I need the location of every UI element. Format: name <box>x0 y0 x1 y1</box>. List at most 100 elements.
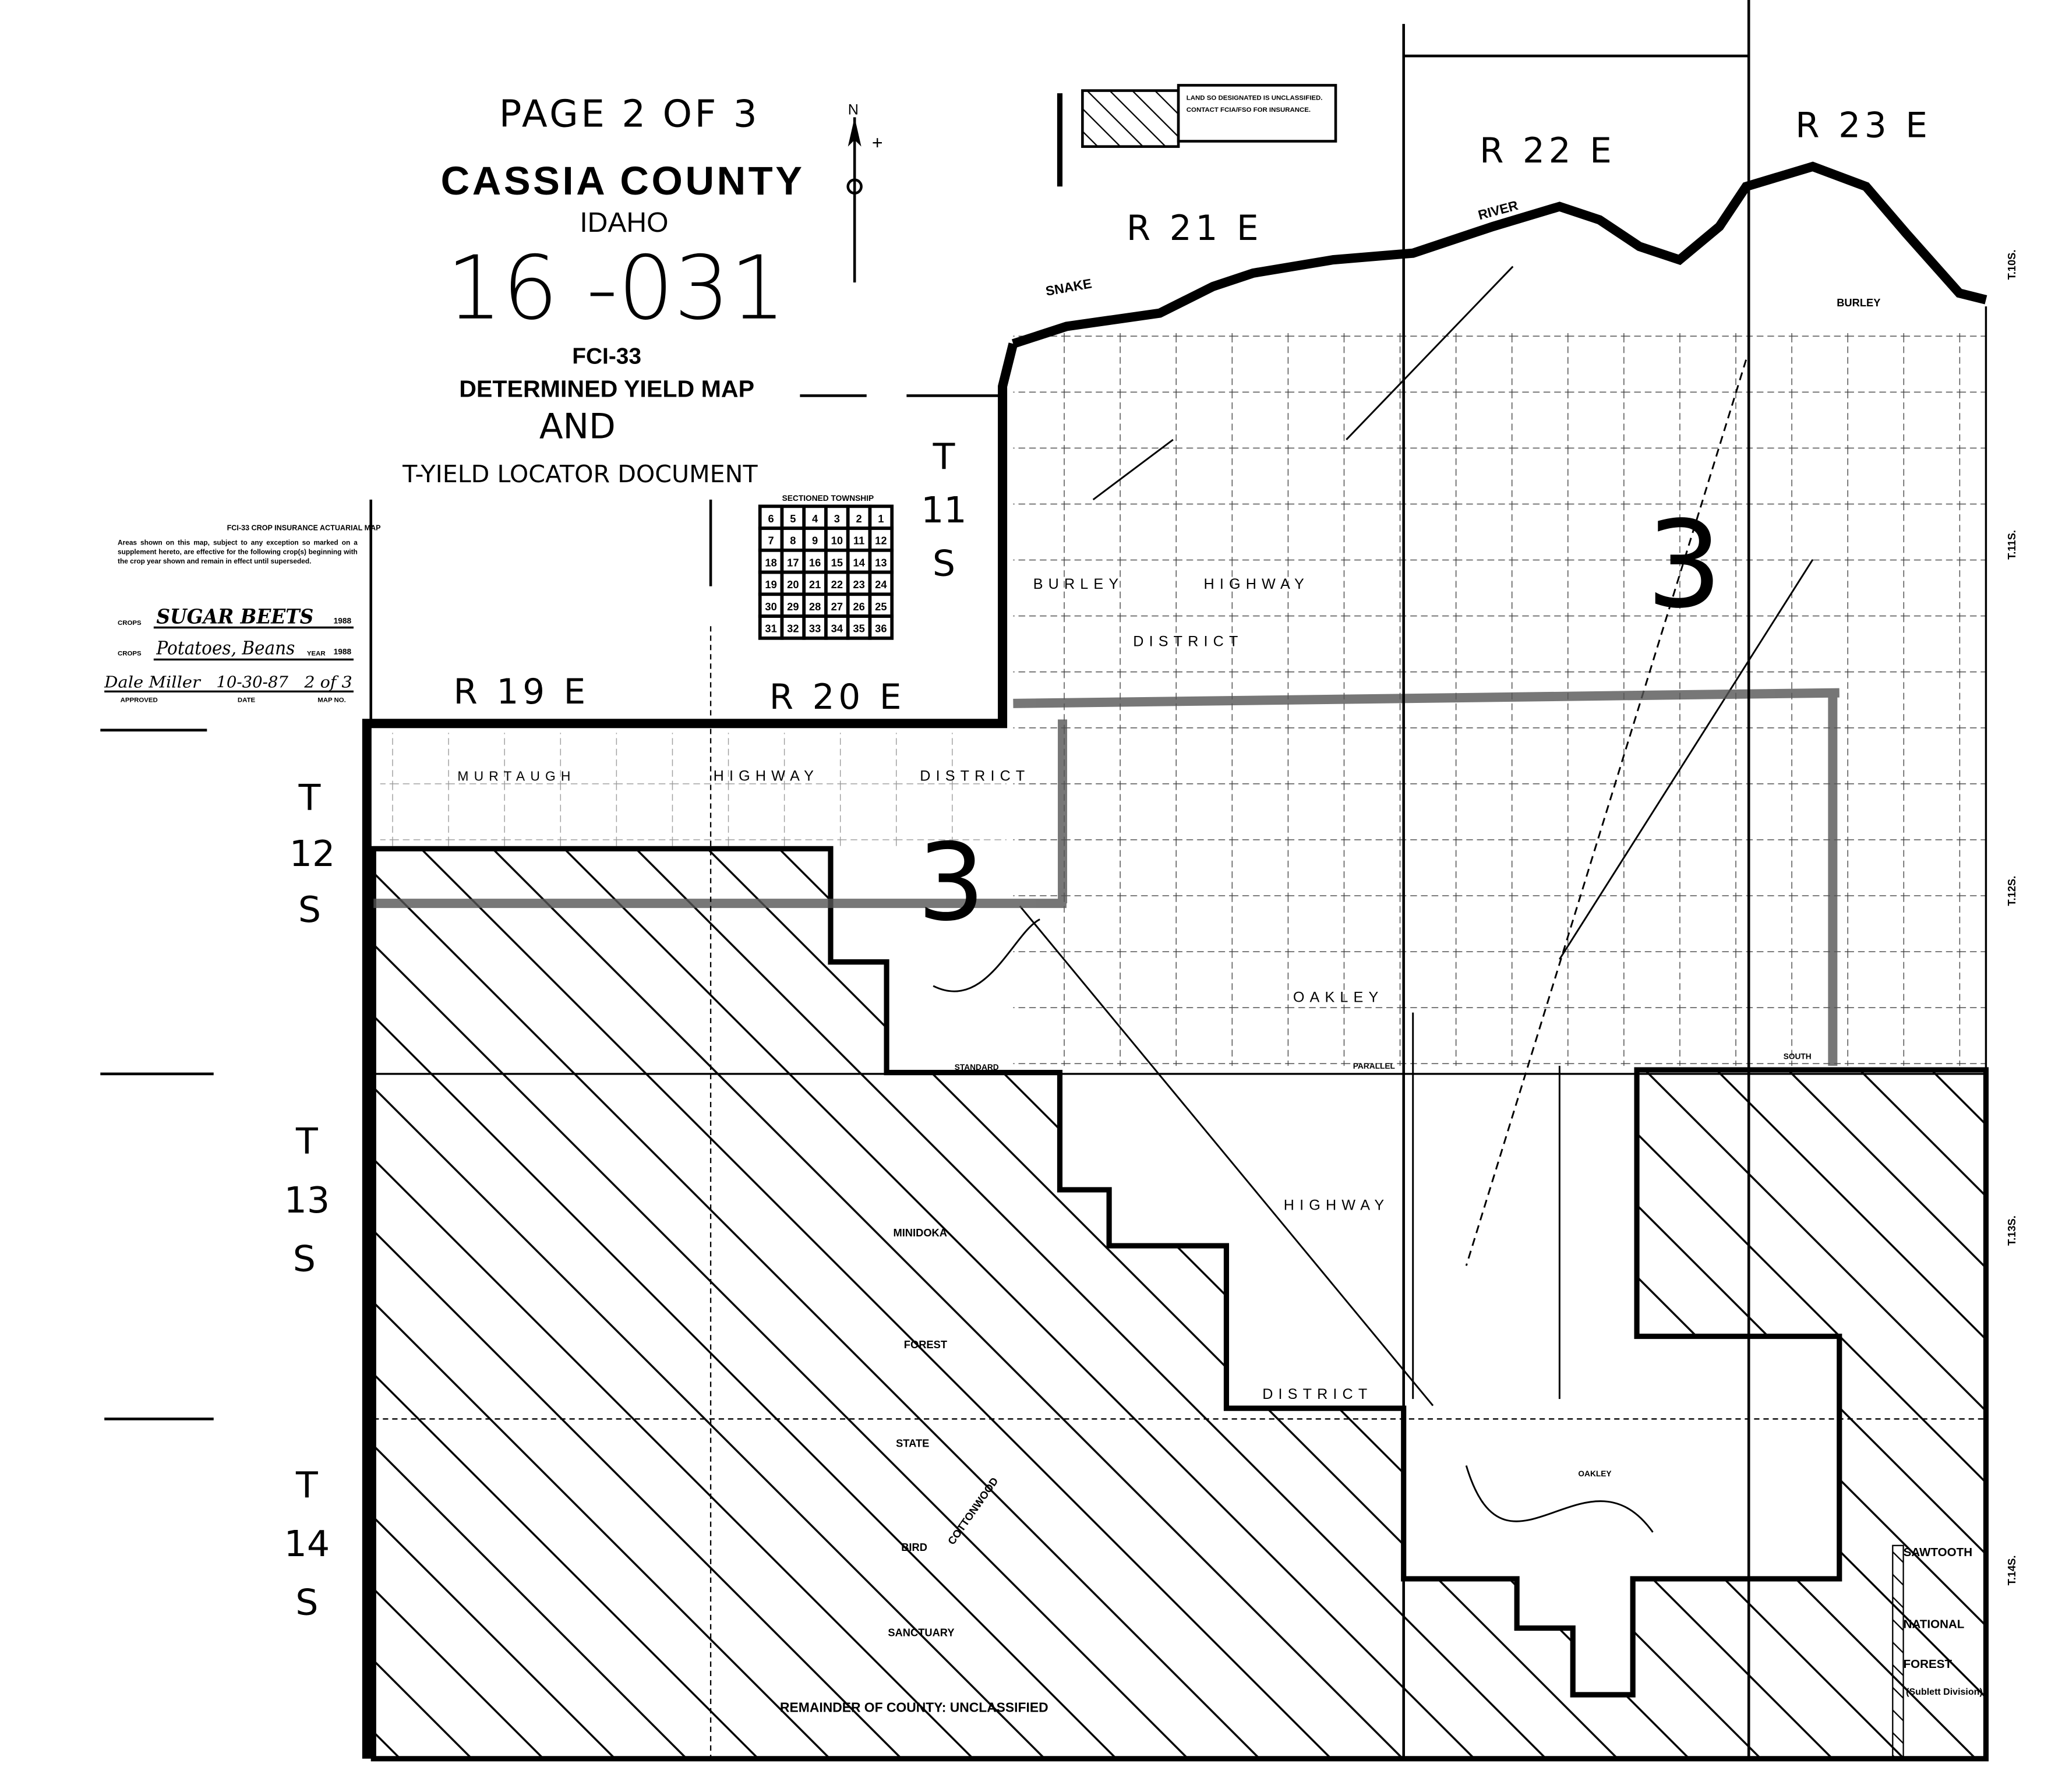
yield-zone-number: 3 <box>917 821 985 945</box>
section-number: 33 <box>809 623 821 635</box>
section-number: 7 <box>768 535 774 547</box>
form-number: FCI-33 <box>572 344 641 369</box>
section-number: 21 <box>809 578 821 591</box>
section-number: 9 <box>812 535 818 547</box>
district-burley: HIGHWAY <box>1204 576 1309 592</box>
city-oakley: OAKLEY <box>1578 1469 1611 1478</box>
section-number: 8 <box>790 535 796 547</box>
unclassified-area <box>370 846 1989 1762</box>
district-burley: BURLEY <box>1033 576 1124 592</box>
county-name: CASSIA COUNTY <box>441 158 805 203</box>
section-number: 4 <box>812 512 818 525</box>
section-number: 6 <box>768 512 774 525</box>
district-oakley: DISTRICT <box>1262 1386 1372 1402</box>
svg-text:+: + <box>872 132 883 153</box>
svg-text:N: N <box>848 102 859 118</box>
range-label: R 23 E <box>1795 106 1932 146</box>
section-number: 23 <box>853 578 864 591</box>
section-cell <box>758 614 784 640</box>
svg-text:BIRD: BIRD <box>901 1541 927 1553</box>
district-boundaries <box>373 688 1839 1066</box>
approval-date: 10-30-87 <box>216 673 288 691</box>
svg-text:SAWTOOTH: SAWTOOTH <box>1904 1546 1973 1559</box>
section-number: 11 <box>853 535 864 547</box>
section-number: 18 <box>765 556 776 568</box>
township-edge-label: T.13S. <box>2006 1215 2018 1246</box>
snake-label: SNAKE <box>1044 275 1093 299</box>
section-number: 31 <box>765 623 776 635</box>
section-number: 36 <box>875 623 887 635</box>
svg-text:FOREST: FOREST <box>904 1338 947 1351</box>
township-edge-label: T.12S. <box>2006 876 2018 906</box>
section-number: 22 <box>831 578 843 591</box>
crops-potatoes-beans: Potatoes, Beans <box>156 637 295 659</box>
section-cell <box>780 592 806 618</box>
range-label: R 22 E <box>1480 131 1616 171</box>
range-label: R 20 E <box>769 677 906 717</box>
forest-boundary <box>1892 1544 1904 1759</box>
section-cell <box>868 614 894 640</box>
map-type: DETERMINED YIELD MAP <box>459 376 754 402</box>
section-cell <box>868 592 894 618</box>
svg-text:FOREST: FOREST <box>1904 1657 1953 1671</box>
section-number: 30 <box>765 600 776 613</box>
svg-text:MINIDOKA: MINIDOKA <box>894 1227 948 1239</box>
svg-text:DATE: DATE <box>238 697 256 704</box>
district-murtaugh: DISTRICT <box>920 768 1030 784</box>
district-oakley: OAKLEY <box>1293 989 1384 1005</box>
section-number: 14 <box>853 556 865 568</box>
svg-text:NATIONAL: NATIONAL <box>1904 1618 1965 1631</box>
city-burley: BURLEY <box>1837 296 1880 309</box>
township-edge-label: T.10S. <box>2006 250 2018 280</box>
svg-text:PARALLEL: PARALLEL <box>1353 1062 1395 1070</box>
section-number: 29 <box>787 600 799 613</box>
section-number: 34 <box>831 623 843 635</box>
section-number: 24 <box>875 578 887 591</box>
section-number: 3 <box>834 512 840 525</box>
district-burley: DISTRICT <box>1133 634 1243 650</box>
svg-text:CROPS: CROPS <box>118 620 142 627</box>
section-number: 26 <box>853 600 864 613</box>
svg-text:1988: 1988 <box>334 647 352 656</box>
section-number: 20 <box>787 578 799 591</box>
district-oakley: HIGHWAY <box>1284 1197 1389 1213</box>
north-arrow-icon: N + <box>846 102 883 282</box>
range-label: R 19 E <box>454 672 590 712</box>
svg-text:STANDARD: STANDARD <box>955 1063 999 1072</box>
svg-text:STATE: STATE <box>896 1437 929 1449</box>
map-number: 16 -031 <box>446 237 786 340</box>
section-number: 17 <box>787 556 799 568</box>
township-edge-label: T.11S. <box>2006 530 2018 560</box>
grid-lines <box>100 0 1987 1759</box>
section-cell <box>846 614 872 640</box>
section-number: 10 <box>831 535 843 547</box>
remainder-note: REMAINDER OF COUNTY: UNCLASSIFIED <box>780 1700 1048 1715</box>
section-cell <box>824 592 850 618</box>
svg-text:1988: 1988 <box>334 617 352 625</box>
page-indicator: PAGE 2 OF 3 <box>499 93 760 136</box>
approved-signature: Dale Miller <box>104 673 202 691</box>
range-label: R 21 E <box>1127 208 1263 249</box>
section-number: 32 <box>787 623 799 635</box>
svg-text:SOUTH: SOUTH <box>1784 1052 1812 1061</box>
svg-text:FCI-33 CROP INSURANCE ACTUARIA: FCI-33 CROP INSURANCE ACTUARIAL MAP <box>227 524 381 532</box>
section-number: 13 <box>875 556 887 568</box>
svg-text:APPROVED: APPROVED <box>121 697 158 704</box>
svg-text:CROPS: CROPS <box>118 651 142 658</box>
section-cell <box>868 526 894 552</box>
snake-river <box>1011 161 1987 348</box>
district-murtaugh: HIGHWAY <box>714 768 819 784</box>
legend: LAND SO DESIGNATED IS UNCLASSIFIED. CONT… <box>1081 84 1337 148</box>
section-number: 27 <box>831 600 843 613</box>
svg-text:SANCTUARY: SANCTUARY <box>888 1626 954 1638</box>
section-number: 28 <box>809 600 821 613</box>
section-number: 12 <box>875 535 887 547</box>
section-number: 25 <box>875 600 887 613</box>
state-name: IDAHO <box>580 207 668 238</box>
map-sheet: 2 of 3 <box>303 673 352 691</box>
